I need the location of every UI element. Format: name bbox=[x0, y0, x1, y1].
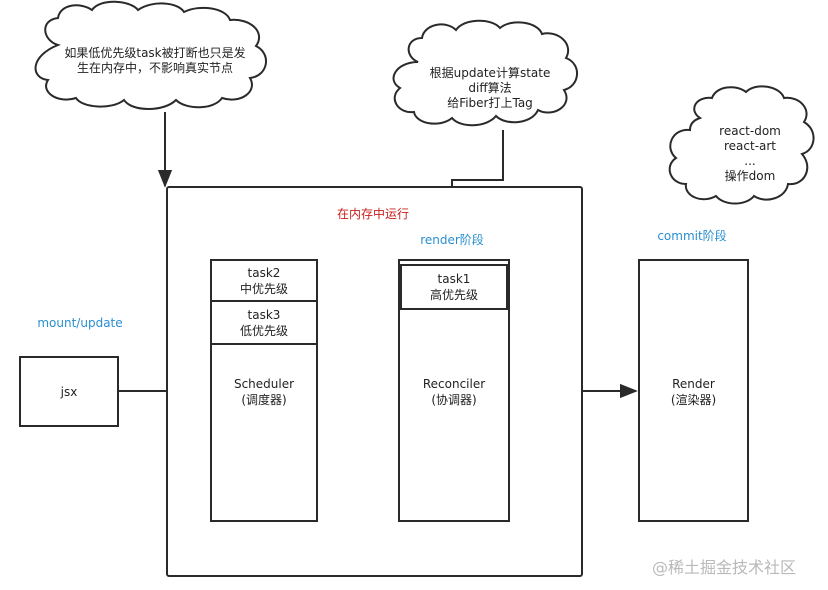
render-phase-label: render阶段 bbox=[420, 233, 484, 247]
reconciler-title: Reconciler (协调器) bbox=[398, 376, 510, 408]
reconciler-note-line-3: 给Fiber打上Tag bbox=[447, 96, 533, 110]
scheduler-name: Scheduler bbox=[233, 377, 295, 391]
renderer-node bbox=[638, 259, 749, 522]
task3-cell: task3 低优先级 bbox=[210, 300, 318, 345]
commit-phase-label: commit阶段 bbox=[657, 229, 727, 243]
reconciler-note-line-1: 根据update计算state bbox=[429, 66, 551, 80]
reconciler-note-text: 根据update计算state diff算法 给Fiber打上Tag bbox=[412, 66, 568, 111]
task3-priority: 低优先级 bbox=[239, 323, 288, 338]
jsx-node: jsx bbox=[19, 356, 119, 427]
renderer-name-cn: (渲染器) bbox=[670, 393, 717, 407]
renderer-title: Render (渲染器) bbox=[638, 376, 749, 408]
render-note-line-1: react-dom bbox=[719, 124, 781, 138]
scheduler-note-text: 如果低优先级task被打断也只是发 生在内存中，不影响真实节点 bbox=[50, 46, 260, 76]
scheduler-note-line-2: 生在内存中，不影响真实节点 bbox=[76, 61, 233, 75]
render-note-line-3: ... bbox=[744, 154, 756, 168]
render-note-text: react-dom react-art ... 操作dom bbox=[692, 124, 808, 184]
reconciler-name: Reconciler bbox=[422, 377, 486, 391]
watermark: @稀土掘金技术社区 bbox=[652, 558, 797, 577]
renderer-name: Render bbox=[672, 377, 715, 391]
render-note-line-4: 操作dom bbox=[724, 169, 776, 183]
jsx-label: jsx bbox=[60, 384, 78, 399]
reconciler-note-cloud bbox=[392, 19, 578, 127]
task2-label: task2 bbox=[247, 265, 281, 280]
mount-update-label: mount/update bbox=[37, 316, 123, 330]
task1-label: task1 bbox=[437, 272, 471, 286]
reconciler-name-cn: (协调器) bbox=[431, 393, 477, 407]
render-note-line-2: react-art bbox=[723, 139, 777, 153]
scheduler-name-cn: (调度器) bbox=[241, 393, 287, 407]
task2-cell: task2 中优先级 bbox=[210, 259, 318, 302]
scheduler-note-line-1: 如果低优先级task被打断也只是发 bbox=[64, 46, 246, 60]
scheduler-note-cloud bbox=[34, 0, 267, 110]
task1-priority: 高优先级 bbox=[429, 288, 478, 302]
scheduler-title: Scheduler (调度器) bbox=[210, 376, 318, 408]
render-note-cloud bbox=[668, 85, 815, 205]
in-memory-label: 在内存中运行 bbox=[336, 207, 409, 221]
reconciler-note-line-2: diff算法 bbox=[468, 81, 512, 95]
task3-label: task3 bbox=[247, 307, 281, 322]
task2-priority: 中优先级 bbox=[239, 281, 288, 296]
task1-cell: task1 高优先级 bbox=[400, 264, 508, 310]
